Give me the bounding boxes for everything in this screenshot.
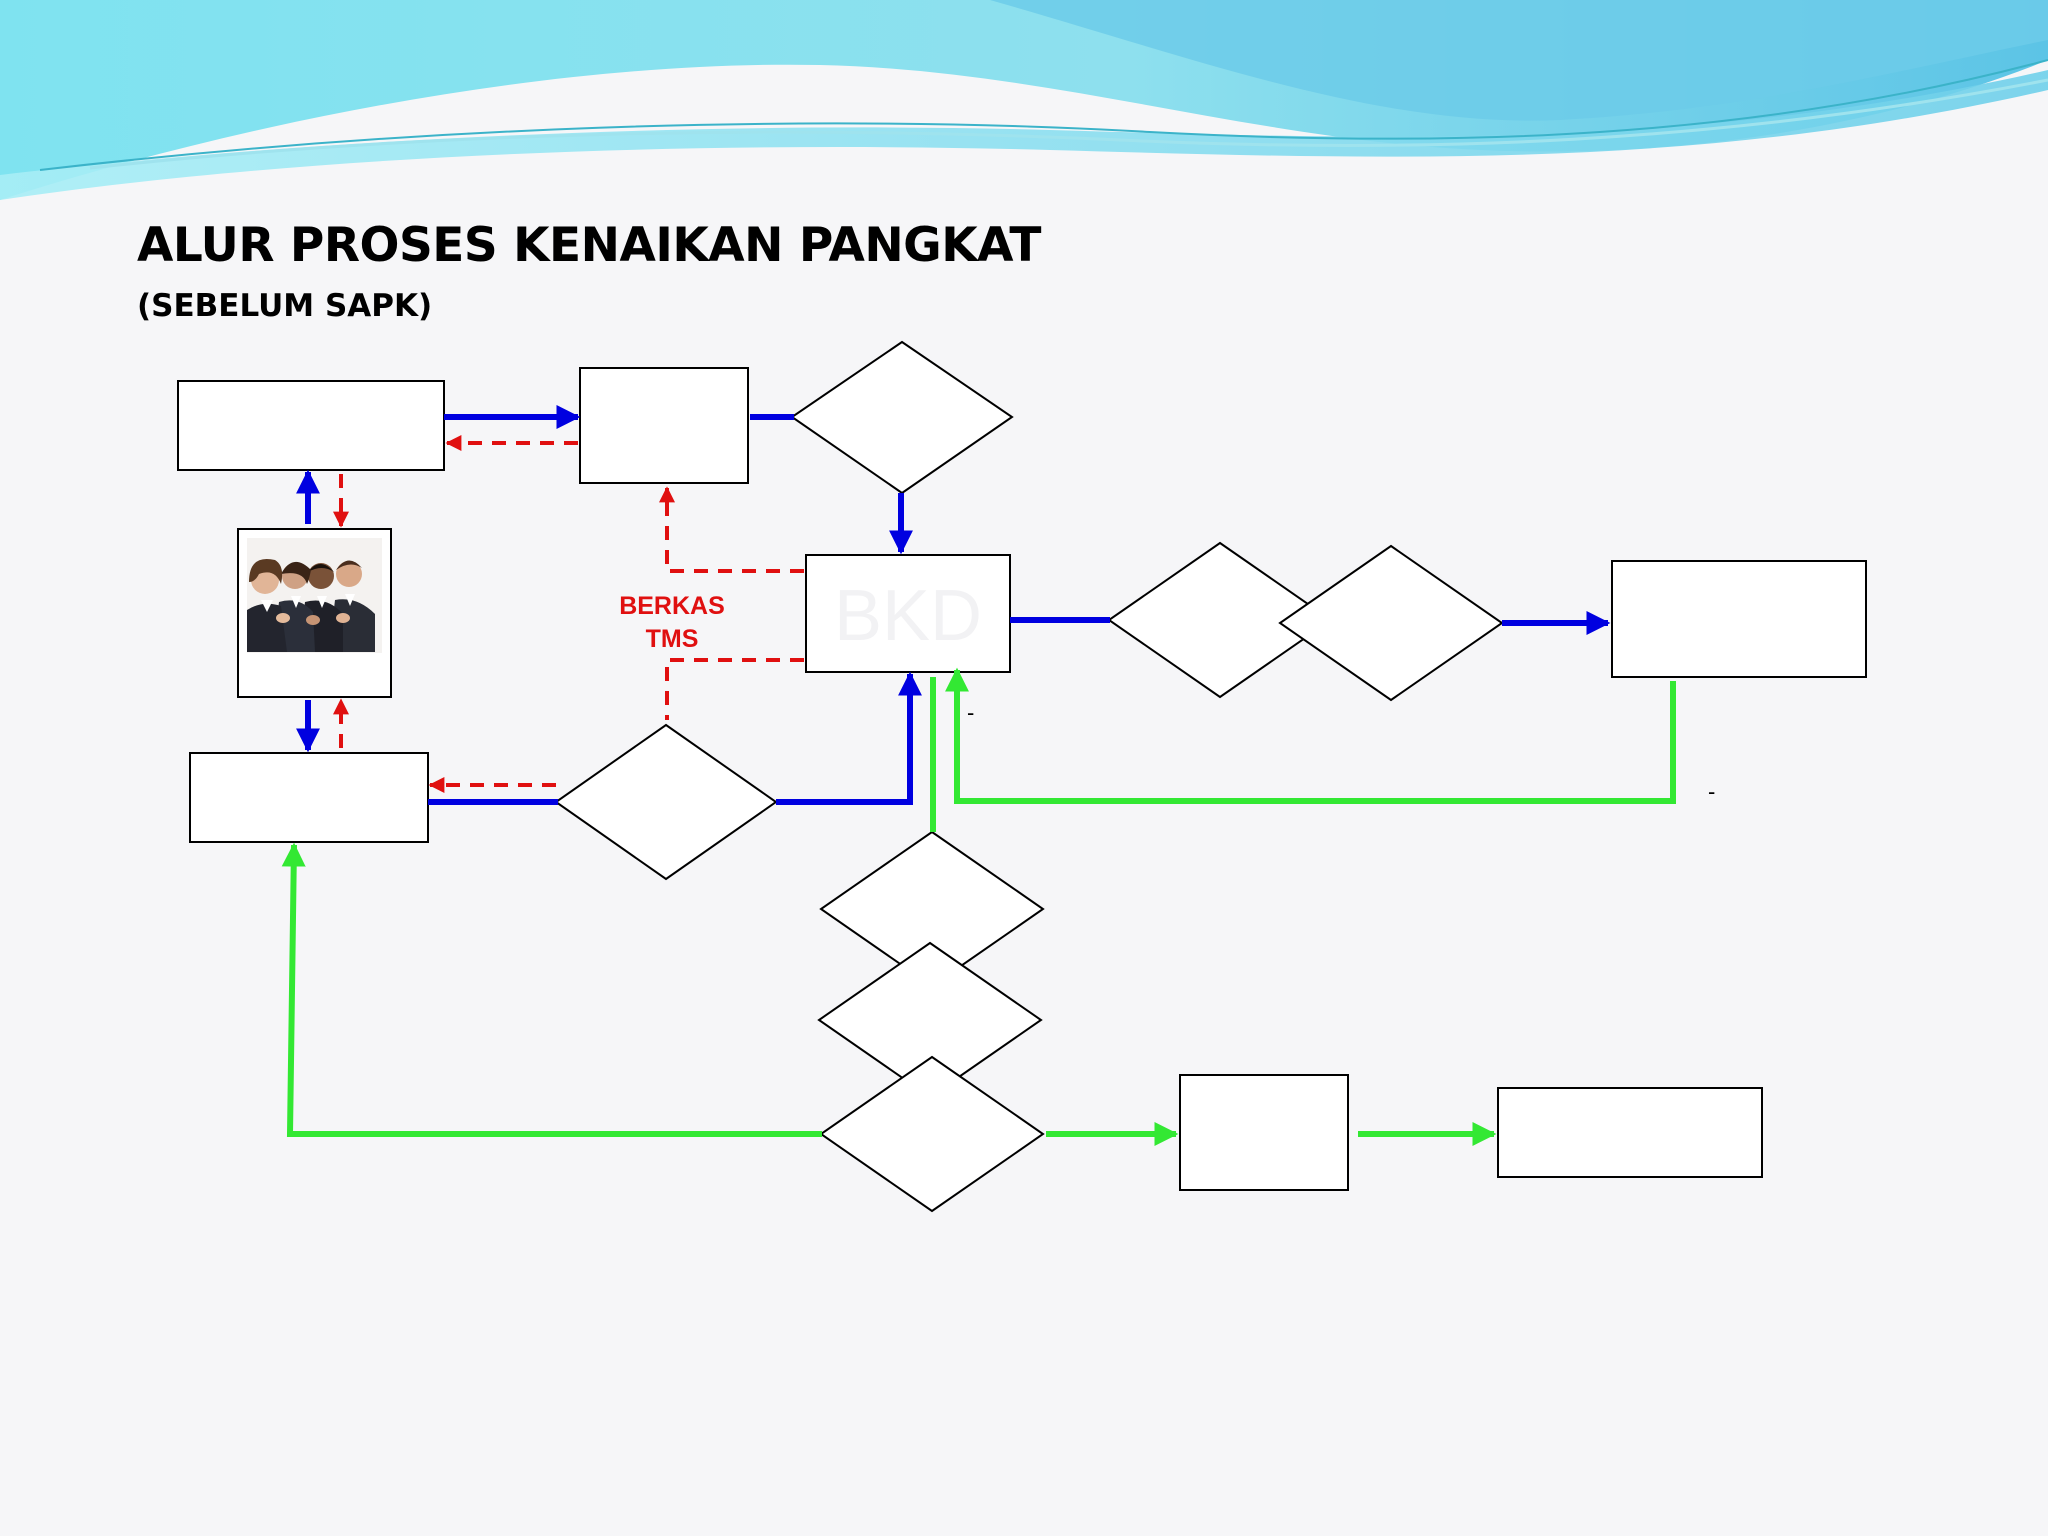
- arrow-diamond-to-bkd-bottom: [776, 671, 922, 805]
- box-k1-bkd-top: [579, 367, 749, 484]
- flow-primary: [296, 405, 1611, 805]
- slide-subtitle: (SEBELUM SAPK): [137, 288, 433, 324]
- header-wave-decoration: [0, 0, 2048, 200]
- diamond-right-2: [1278, 544, 1504, 702]
- line-bkd-to-tms-lower: [665, 658, 804, 720]
- box-mid-left: [189, 752, 429, 843]
- label-tms: TMS: [646, 625, 699, 653]
- box-top-left: [177, 380, 445, 471]
- box-bottom-right: [1497, 1087, 1763, 1178]
- diamond-right-1: [1107, 541, 1333, 699]
- diamond-top: [790, 340, 1014, 495]
- box-bkd-center-label: BKD: [834, 576, 982, 656]
- diamond-stack-3: [819, 1055, 1045, 1213]
- box-kanreg-bkn: [1611, 560, 1867, 678]
- arrow-bkd-to-k1-rejected: [659, 486, 804, 573]
- label-berkas: BERKAS: [619, 592, 725, 620]
- diamond-mid-left: [554, 723, 778, 881]
- flow-return: [281, 667, 1676, 1146]
- flow-rejected: [333, 435, 804, 793]
- label-dash-kanreg: -: [1708, 779, 1715, 804]
- arrow-stack-to-midleft: [281, 842, 822, 1137]
- label-dash-bkd: -: [967, 700, 974, 725]
- slide-title: ALUR PROSES KENAIKAN PANGKAT: [137, 218, 1041, 273]
- box-k1-bkd-bottom: [1179, 1074, 1349, 1191]
- applauding-people-icon: [239, 530, 390, 696]
- business-people-photo: [237, 528, 392, 698]
- arrow-kanreg-back-to-bkd: [945, 667, 1676, 804]
